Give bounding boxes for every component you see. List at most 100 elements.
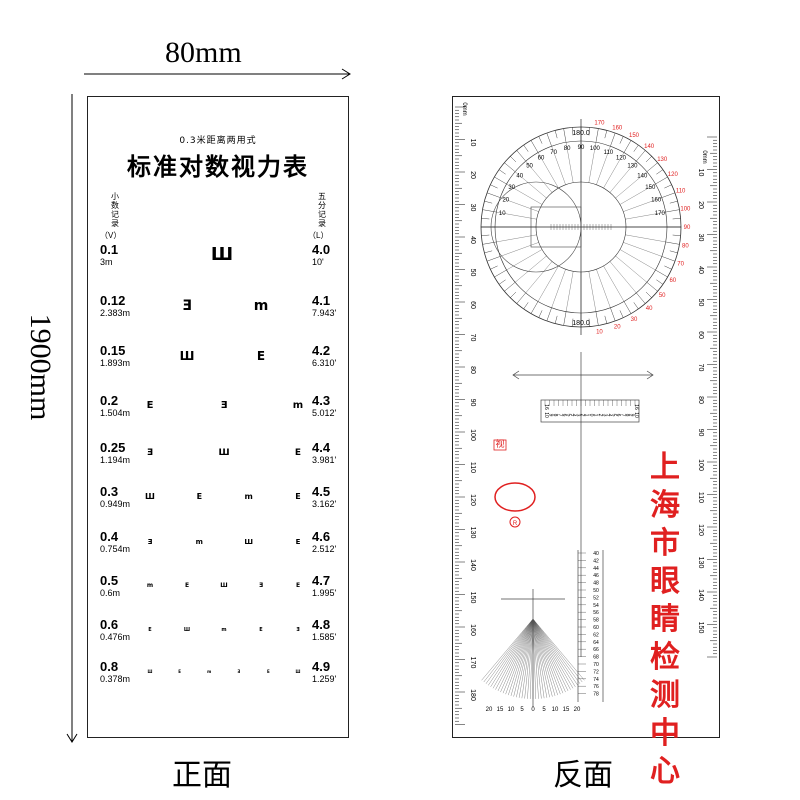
fan-ray [532, 618, 583, 683]
vertical-pd-label: 70 [593, 662, 599, 668]
left-ruler-label: 180 [469, 689, 476, 701]
tumbling-e-optotype: Ǝ [258, 582, 264, 589]
protractor-red-label: 170 [594, 121, 605, 127]
tumbling-e-optotype: m [146, 582, 154, 589]
vertical-pd-label: 72 [593, 669, 599, 675]
protractor-tick [572, 127, 574, 136]
protractor-red-label: 70 [677, 261, 684, 267]
protractor-left-label: 100 [590, 146, 601, 152]
height-arrow [66, 94, 78, 743]
fan-ray [516, 618, 534, 698]
protractor-tick [656, 169, 664, 175]
protractor-tick [510, 291, 517, 298]
protractor-spoke [603, 152, 625, 189]
protractor-spoke [551, 146, 566, 185]
protractor-left-label: 120 [616, 156, 627, 162]
left-ruler-unit: 0mm [461, 102, 467, 115]
fan-ray [485, 618, 534, 684]
vertical-pd-label: 60 [593, 625, 599, 631]
protractor-tick [588, 318, 590, 327]
protractor-left-label: 130 [627, 164, 638, 170]
visual-angle: 2.512' [312, 544, 337, 554]
five-point-record-header: 五分记录 [318, 192, 326, 228]
protractor-tick [482, 209, 497, 213]
protractor-spoke [596, 269, 611, 308]
fan-ray [532, 618, 542, 699]
protractor-red-label: 90 [684, 225, 691, 231]
tumbling-e-optotype: E [295, 492, 301, 501]
tumbling-e-optotype: Ш [244, 537, 253, 546]
vertical-pd-label: 62 [593, 632, 599, 638]
protractor-red-label: 100 [680, 207, 691, 213]
five-point-acuity: 4.4 [312, 440, 331, 455]
protractor-tick [490, 265, 498, 270]
tumbling-e-optotype: Ш [218, 447, 230, 458]
protractor-left-label: 80 [564, 146, 571, 152]
pd-scale-label: 9 [629, 414, 635, 417]
protractor-tick [486, 192, 501, 198]
protractor-top-label: 180.0 [572, 130, 590, 137]
protractor-tick [510, 156, 517, 163]
five-point-acuity: 4.3 [312, 393, 331, 408]
fan-ray [532, 618, 548, 698]
protractor-tick [546, 132, 552, 147]
protractor-spoke [615, 171, 648, 199]
decimal-acuity: 0.1 [100, 242, 119, 257]
protractor-spoke [609, 261, 637, 294]
vertical-pd-label: 40 [593, 551, 599, 557]
vertical-pd-label: 54 [593, 603, 599, 609]
fan-ray [532, 618, 569, 691]
tumbling-e-optotype: E [178, 669, 181, 674]
protractor-tick [664, 184, 672, 189]
fan-ray [532, 618, 545, 699]
protractor-tick [655, 269, 668, 278]
tumbling-e-optotype: E [146, 400, 154, 411]
fan-label: 15 [563, 707, 570, 713]
clinic-name-vertical: 上 海 市 眼 睛 检 测 中 心 [650, 450, 680, 789]
pd-scale-label: 10 [543, 412, 549, 418]
fan-label: 10 [508, 707, 515, 713]
left-ruler-label: 50 [469, 269, 476, 277]
fan-ray [483, 618, 534, 683]
visual-angle: 1.995' [312, 588, 337, 598]
tumbling-e-optotype: E [184, 582, 190, 589]
left-ruler-label: 130 [469, 527, 476, 539]
left-ruler-label: 110 [469, 462, 476, 473]
left-ruler-label: 30 [469, 204, 476, 212]
pd-scale-label: 5 [611, 414, 617, 417]
protractor-left-label: 50 [526, 164, 533, 170]
registered-mark: R [513, 521, 518, 527]
protractor-spoke [500, 197, 539, 212]
tumbling-e-optotype: Ǝ [147, 537, 153, 546]
test-distance: 3m [100, 257, 113, 267]
protractor-left-label: 60 [538, 156, 545, 162]
vertical-pd-label: 50 [593, 588, 599, 594]
fan-ray [518, 618, 534, 698]
protractor-left-label: 140 [637, 174, 648, 180]
visual-angle: 1.259' [312, 674, 337, 684]
test-distance: 2.383m [100, 308, 131, 318]
fan-ray [524, 618, 534, 699]
tumbling-e-optotype: Ш [179, 349, 195, 363]
tumbling-e-optotype: m [195, 537, 203, 546]
protractor-tick [665, 209, 680, 213]
protractor-tick [523, 302, 529, 310]
fan-ray [532, 618, 536, 699]
protractor-spoke [537, 152, 559, 189]
fan-ray [532, 618, 571, 690]
fan-ray [508, 618, 534, 696]
protractor-spoke [506, 183, 543, 205]
fan-ray [532, 618, 578, 686]
protractor-spoke [603, 265, 625, 302]
tumbling-e-optotype: Ǝ [237, 669, 241, 674]
protractor-red-label: 50 [659, 293, 666, 299]
protractor-tick [482, 241, 497, 245]
visual-angle: 1.585' [312, 632, 337, 642]
vertical-pd-label: 56 [593, 610, 599, 616]
left-ruler-label: 60 [469, 301, 476, 309]
fan-ray [532, 618, 585, 681]
fan-ray [532, 618, 558, 696]
vertical-pd-label: 74 [593, 677, 599, 683]
